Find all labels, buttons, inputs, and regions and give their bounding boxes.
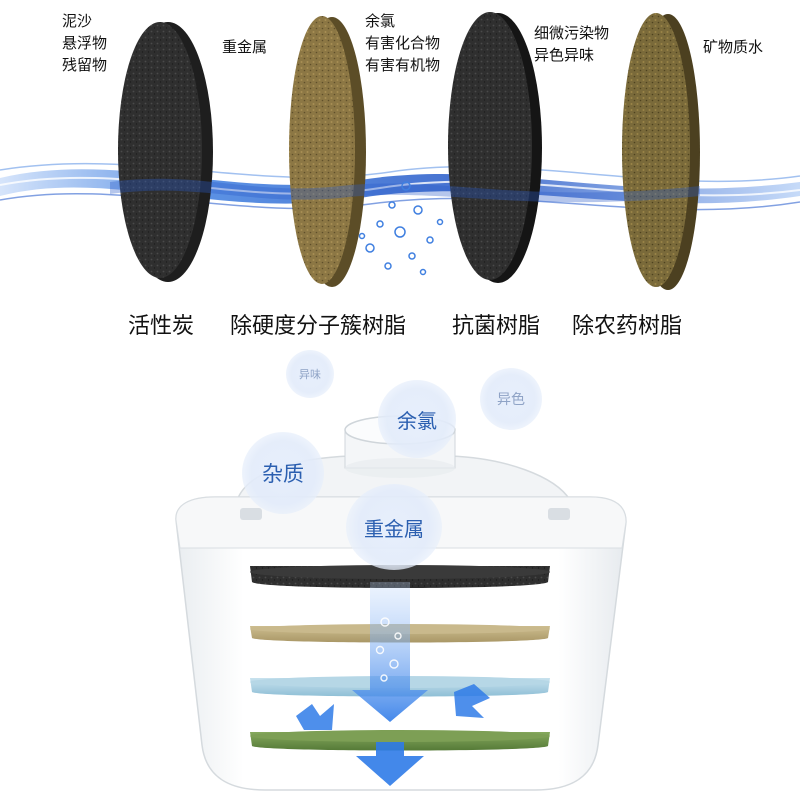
bubble-odor-text: 异味 [299, 368, 321, 381]
label-pesticide-resin: 除农药树脂 [572, 314, 683, 339]
water-droplets [358, 181, 444, 276]
note-chlorine: 余氯 有害化合物 有害有机物 [365, 12, 441, 74]
hardness-resin-disc [289, 16, 366, 287]
bubble-color-text: 异色 [497, 392, 525, 408]
label-hardness-resin: 除硬度分子簇树脂 [230, 314, 407, 339]
note-sediment: 泥沙 悬浮物 残留物 [62, 12, 108, 74]
note-mineral-water: 矿物质水 [703, 38, 764, 56]
antibacterial-resin-disc [448, 12, 542, 283]
pesticide-resin-disc [622, 13, 700, 290]
bubble-odor: 异味 [286, 350, 334, 398]
bubble-heavy-metal-text: 重金属 [364, 516, 424, 541]
bubble-impurities: 杂质 [242, 432, 324, 514]
note-heavy-metal: 重金属 [222, 38, 268, 56]
bubble-heavy-metal: 重金属 [346, 484, 442, 570]
label-activated-carbon: 活性炭 [128, 314, 195, 339]
bubble-chlorine: 余氯 [378, 380, 456, 458]
bubble-chlorine-text: 余氯 [397, 408, 437, 433]
water-flow-arrows [296, 582, 490, 786]
carbon-disc [118, 22, 213, 282]
note-micro-pollutants: 细微污染物 异色异味 [534, 24, 610, 64]
bubble-impurities-text: 杂质 [262, 462, 304, 486]
label-antibacterial-resin: 抗菌树脂 [452, 314, 541, 339]
bubble-color: 异色 [480, 368, 542, 430]
